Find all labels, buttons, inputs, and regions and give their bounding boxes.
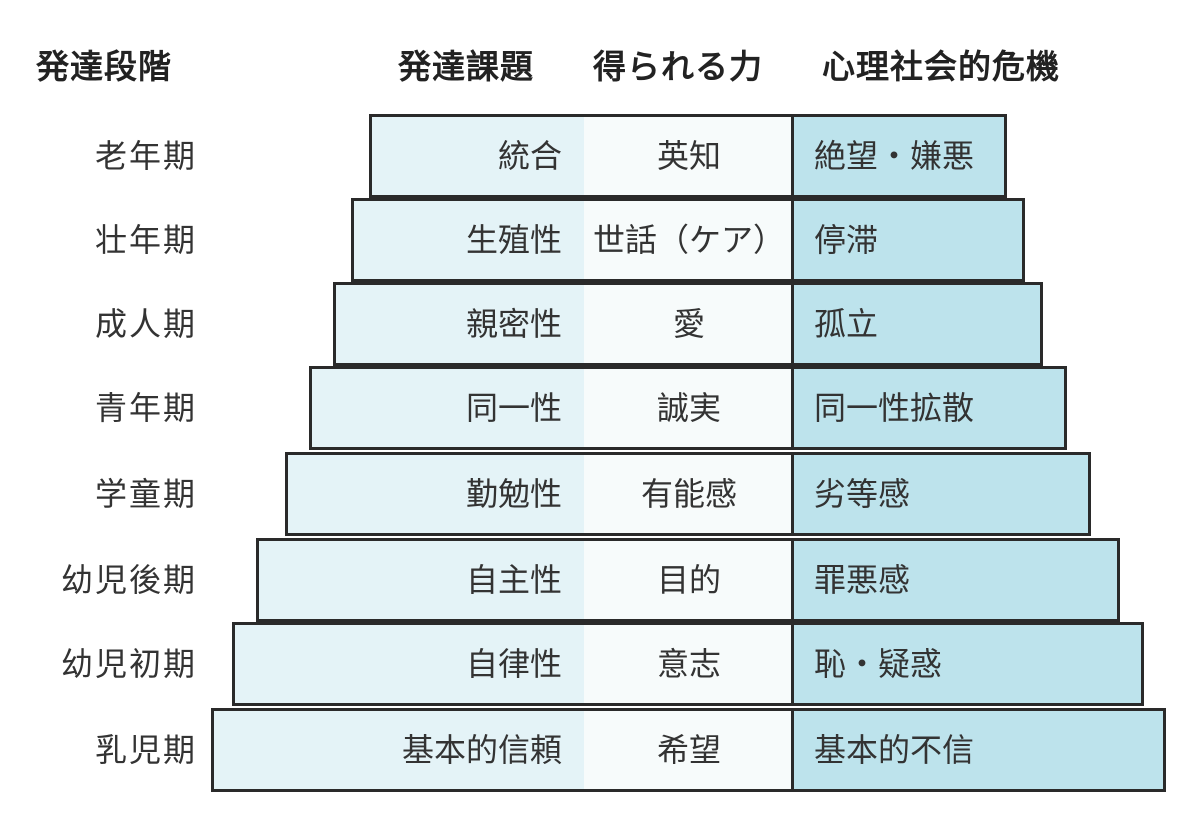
power-cell: 愛 [584,282,794,366]
crisis-cell: 停滞 [791,198,1025,282]
task-cell: 勤勉性 [285,452,587,536]
stage-label: 成人期 [94,305,197,343]
power-cell: 英知 [584,114,794,198]
power-cell: 希望 [584,708,794,792]
power-cell: 誠実 [584,366,794,450]
task-cell: 生殖性 [351,198,587,282]
stage-label: 壮年期 [94,221,197,259]
stage-label: 幼児後期 [60,561,197,599]
task-cell: 自主性 [256,538,587,622]
stage-label: 青年期 [94,389,197,427]
crisis-cell: 劣等感 [791,452,1091,536]
stage-label: 学童期 [94,475,197,513]
header-crisis: 心理社会的危機 [822,47,1060,86]
header-task: 発達課題 [398,47,534,86]
stage-label: 乳児期 [94,731,197,769]
task-cell: 基本的信頼 [211,708,587,792]
header-power: 得られる力 [593,47,763,86]
task-cell: 親密性 [333,282,587,366]
header-stage: 発達段階 [36,47,172,86]
crisis-cell: 同一性拡散 [791,366,1067,450]
power-cell: 世話（ケア） [584,198,794,282]
crisis-cell: 絶望・嫌悪 [791,114,1007,198]
power-cell: 意志 [584,622,794,706]
crisis-cell: 基本的不信 [791,708,1166,792]
power-cell: 有能感 [584,452,794,536]
task-cell: 統合 [369,114,587,198]
power-cell: 目的 [584,538,794,622]
stage-label: 幼児初期 [60,645,197,683]
crisis-cell: 孤立 [791,282,1043,366]
task-cell: 自律性 [232,622,587,706]
stage-label: 老年期 [94,137,197,175]
task-cell: 同一性 [309,366,587,450]
crisis-cell: 恥・疑惑 [791,622,1144,706]
crisis-cell: 罪悪感 [791,538,1120,622]
